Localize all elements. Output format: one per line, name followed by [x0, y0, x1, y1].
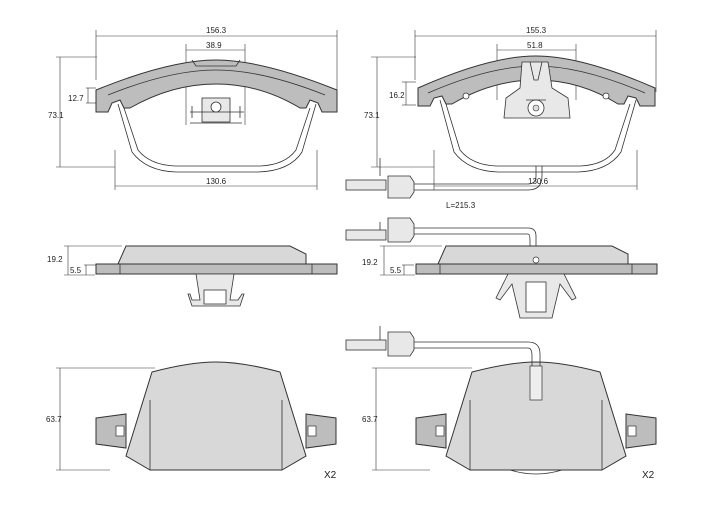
bottom-right-view: 63.7 X2 — [345, 326, 657, 481]
top-right-view: 155.3 51.8 73.1 16.2 130.6 — [345, 26, 657, 210]
top-right-width-top: 155.3 — [526, 26, 547, 35]
top-left-center-width: 38.9 — [206, 41, 222, 50]
bottom-right-height: 63.7 — [362, 415, 378, 424]
top-left-height: 73.1 — [48, 111, 64, 120]
side-right-thickness: 19.2 — [362, 258, 378, 267]
sensor-length: L=215.3 — [446, 201, 476, 210]
bottom-left-height: 63.7 — [46, 415, 62, 424]
side-left-view: 19.2 5.5 — [47, 245, 338, 307]
bottom-left-view: 63.7 X2 — [46, 361, 337, 481]
bottom-left-quantity: X2 — [324, 470, 337, 481]
top-right-center-width: 51.8 — [527, 41, 543, 50]
side-right-view: 19.2 5.5 — [345, 217, 658, 319]
top-left-width-top: 156.3 — [206, 26, 227, 35]
bottom-right-quantity: X2 — [642, 470, 655, 481]
top-right-width-bottom: 130.6 — [528, 177, 549, 186]
top-left-width-bottom: 130.6 — [206, 177, 227, 186]
side-right-plate: 5.5 — [390, 266, 402, 275]
top-left-height-small: 12.7 — [68, 94, 84, 103]
top-right-height: 73.1 — [364, 111, 380, 120]
top-right-height-small: 16.2 — [389, 91, 405, 100]
side-left-thickness: 19.2 — [47, 255, 63, 264]
side-left-plate: 5.5 — [70, 266, 82, 275]
top-left-view: 156.3 38.9 73.1 12.7 130.6 — [48, 26, 338, 190]
